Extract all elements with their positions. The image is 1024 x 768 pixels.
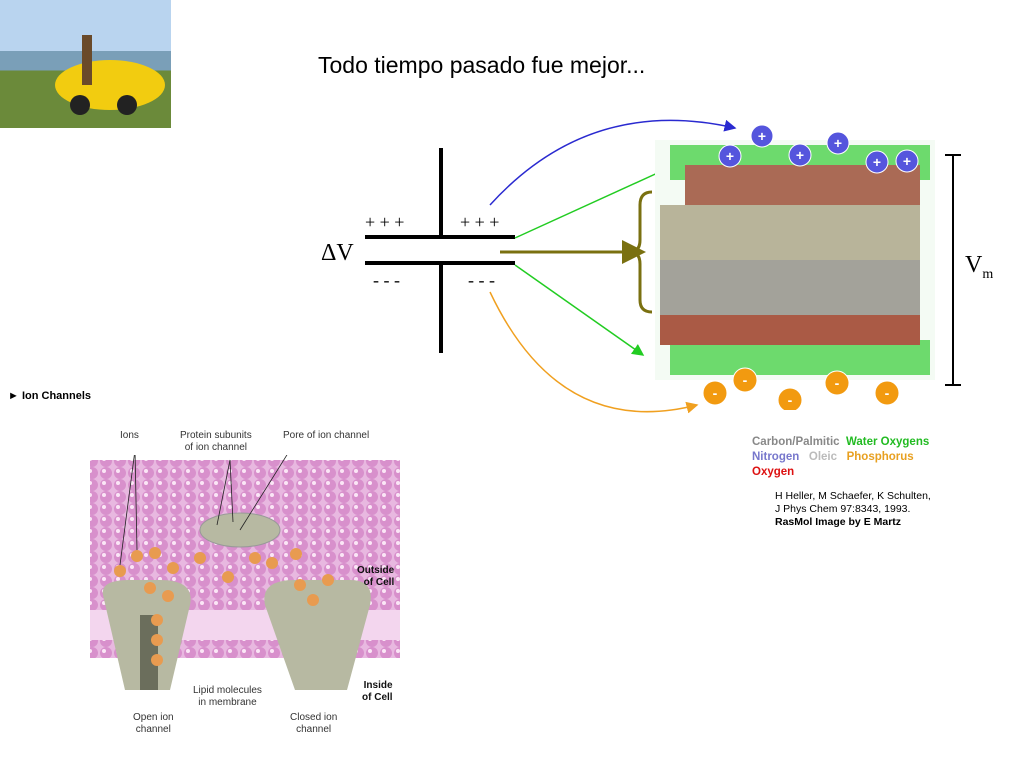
legend-water: Water Oxygens	[845, 436, 930, 448]
svg-text:-: -	[835, 375, 840, 391]
atom-legend: Carbon/Palmitic Water Oxygens Nitrogen O…	[752, 435, 952, 480]
svg-text:-: -	[788, 392, 793, 408]
vm-label: Vm	[965, 252, 994, 282]
legend-oxygen: Oxygen	[752, 466, 795, 478]
minus-charges-right: - - -	[468, 270, 495, 290]
delta-v-label: ΔV	[321, 240, 354, 266]
legend-carbon: Carbon/Palmitic	[752, 436, 840, 448]
ion-channel-illustration	[90, 455, 400, 690]
photo-yellow-beetle	[0, 0, 171, 128]
ion-channels-heading: ► Ion Channels	[8, 390, 92, 402]
svg-text:+: +	[834, 135, 842, 151]
svg-text:-: -	[885, 385, 890, 401]
label-ions: Ions	[120, 430, 139, 441]
svg-text:-: -	[743, 372, 748, 388]
svg-text:+: +	[758, 128, 766, 144]
svg-text:+: +	[726, 148, 734, 164]
legend-phosphorus: Phosphorus	[846, 451, 914, 463]
legend-oleic: Oleic	[808, 451, 838, 463]
svg-text:+: +	[796, 147, 804, 163]
lipid-bilayer-image: + + + + + + - - - - -	[655, 125, 935, 410]
minus-charges-left: - - -	[373, 270, 400, 290]
svg-text:-: -	[713, 385, 718, 401]
plus-charges-right: + + +	[460, 212, 500, 232]
label-pore: Pore of ion channel	[283, 430, 370, 441]
svg-text:+: +	[873, 154, 881, 170]
slide-title: Todo tiempo pasado fue mejor...	[318, 52, 646, 78]
svg-text:+: +	[903, 153, 911, 169]
citation: H Heller, M Schaefer, K Schulten,J Phys …	[775, 490, 931, 528]
plus-charges-left: + + +	[365, 212, 405, 232]
legend-nitrogen: Nitrogen	[752, 451, 800, 463]
